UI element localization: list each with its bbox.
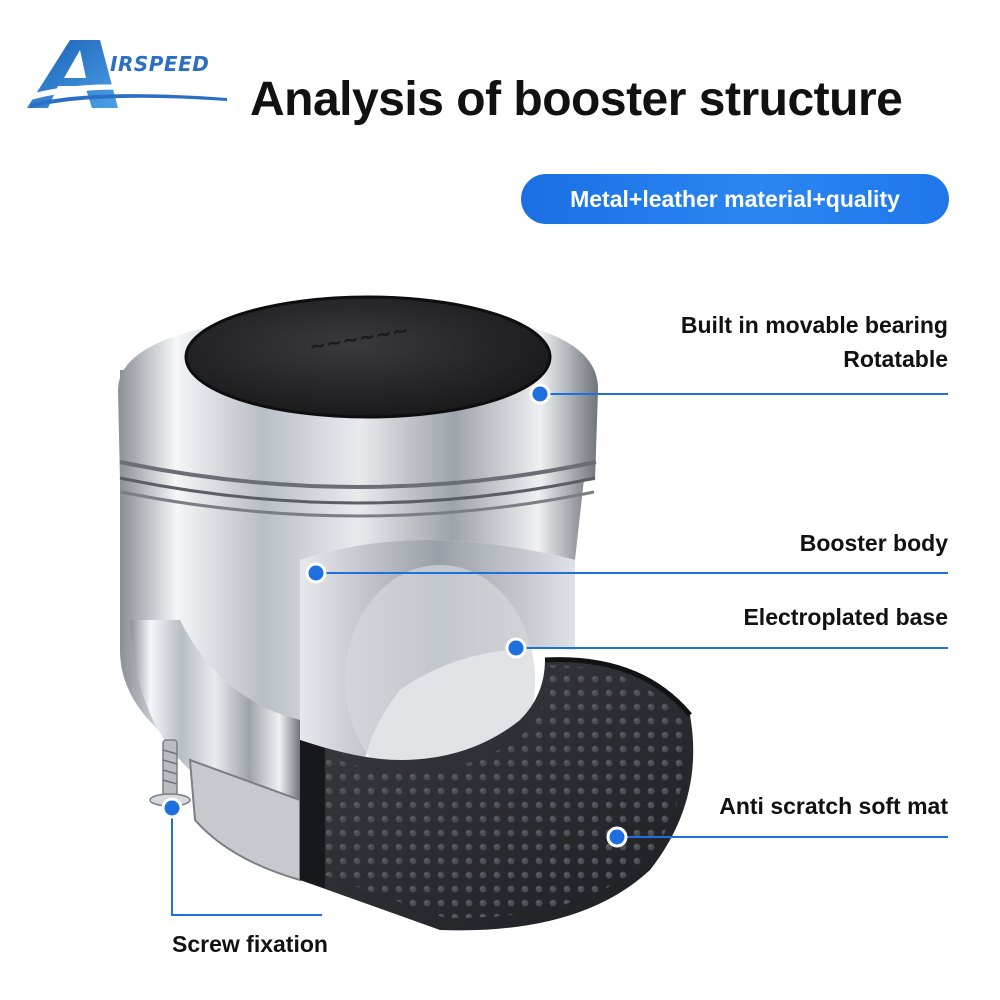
leather-top — [186, 297, 550, 417]
callout-bearing-label: Built in movable bearing — [680, 312, 948, 338]
material-badge: Metal+leather material+quality — [521, 174, 949, 224]
callout-mat-label: Anti scratch soft mat — [719, 793, 948, 819]
callout-screw-label: Screw fixation — [172, 931, 328, 957]
base-left — [130, 620, 300, 820]
callout-dot-icon — [305, 562, 327, 584]
page-title: Analysis of booster structure — [250, 73, 903, 126]
callout-dot-icon — [161, 797, 183, 819]
callout-dot-icon — [505, 637, 527, 659]
callout-body-label: Booster body — [799, 530, 948, 556]
brand-logo-text: IRSPEED — [110, 52, 210, 76]
callout-dot-icon — [606, 826, 628, 848]
brand-logo — [22, 38, 232, 118]
callout-dot-icon — [529, 383, 551, 405]
logo-mark-icon — [24, 40, 227, 108]
callout-rotatable-label: Rotatable — [843, 346, 948, 372]
callout-base-label: Electroplated base — [743, 604, 948, 630]
